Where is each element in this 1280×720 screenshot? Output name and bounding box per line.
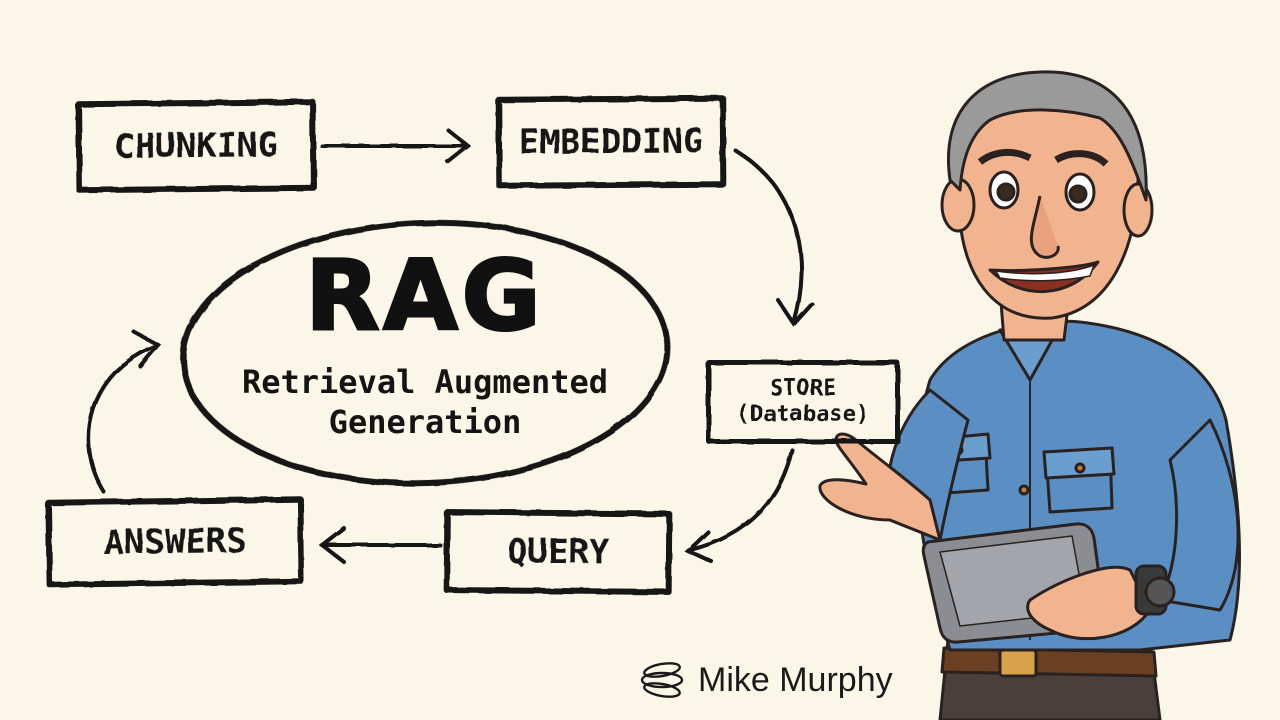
node-store: STORE (Database) — [706, 360, 900, 444]
arrow-query-to-answers — [322, 528, 440, 562]
node-embedding: EMBEDDING — [496, 95, 727, 189]
node-chunking: CHUNKING — [76, 99, 317, 194]
rag-subtitle-line1: Retrieval Augmented — [190, 362, 660, 402]
spiral-logo-icon — [640, 660, 684, 700]
arrow-answers-to-rag — [89, 332, 158, 492]
arrow-store-to-query — [688, 450, 792, 562]
rag-title: RAG — [180, 240, 670, 352]
node-answers: ANSWERS — [45, 496, 304, 588]
node-chunking-label: CHUNKING — [114, 125, 278, 167]
node-answers-label: ANSWERS — [103, 521, 247, 563]
belt — [942, 648, 1156, 676]
node-store-label: STORE — [770, 376, 836, 402]
node-query: QUERY — [444, 509, 673, 595]
arrow-embedding-to-store — [735, 150, 812, 324]
node-query-label: QUERY — [507, 532, 610, 573]
arrow-chunking-to-embedding — [322, 130, 468, 162]
node-embedding-label: EMBEDDING — [519, 121, 704, 162]
belt-buckle — [1000, 650, 1036, 676]
author-name: Mike Murphy — [698, 661, 893, 700]
author-credit: Mike Murphy — [640, 660, 893, 700]
rag-subtitle-line2: Generation — [190, 402, 660, 442]
node-store-sublabel: (Database) — [737, 402, 869, 428]
rag-subtitle: Retrieval Augmented Generation — [190, 362, 660, 442]
